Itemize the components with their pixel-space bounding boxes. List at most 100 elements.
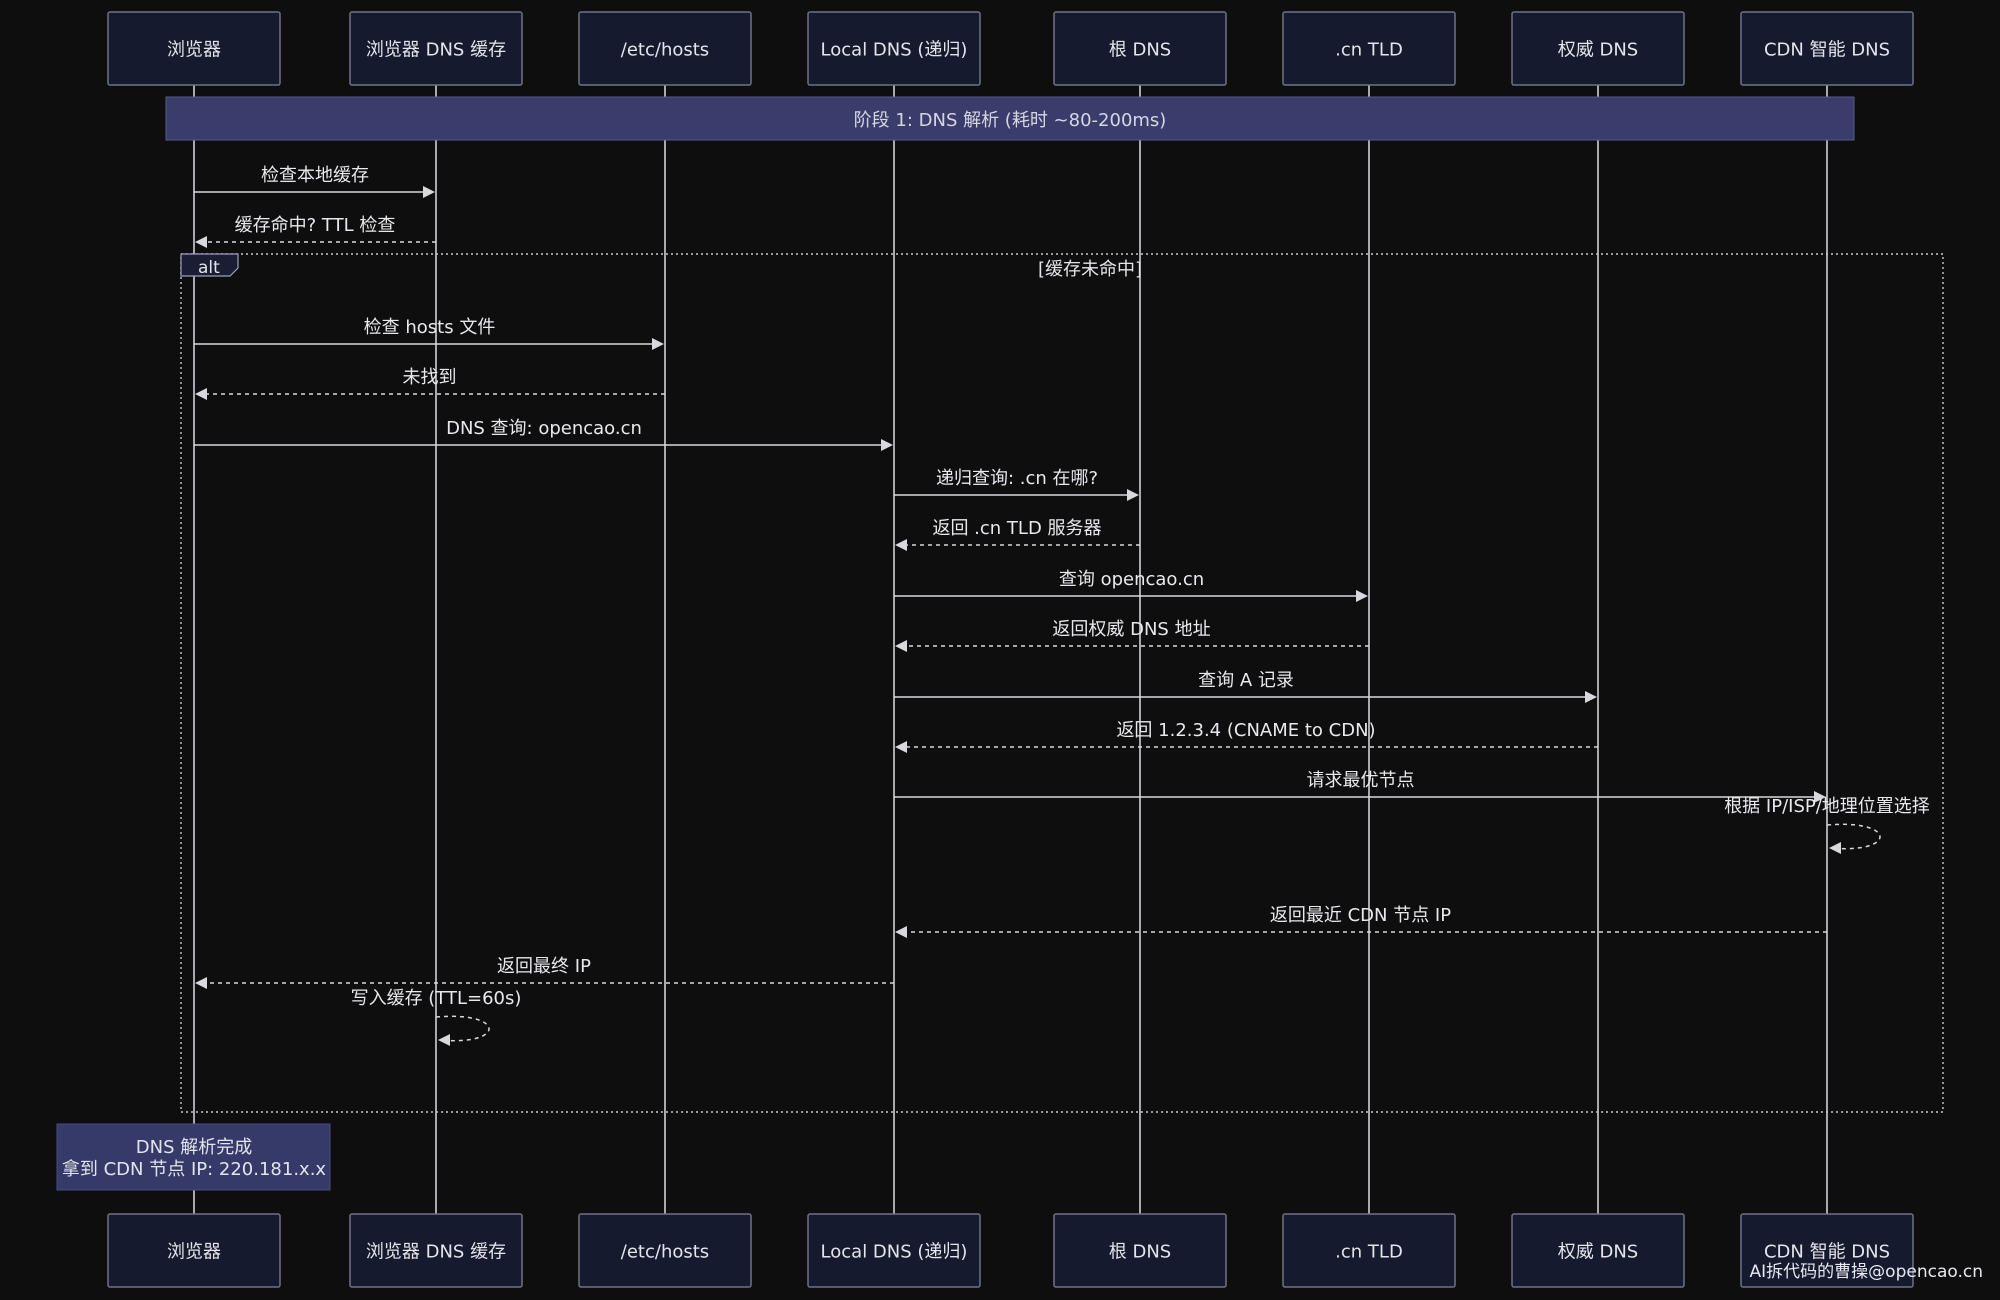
actor-box (1740, 1213, 1914, 1288)
actor-tld-top: .cn TLD (1282, 11, 1456, 86)
message-15: 返回最终 IP (195, 956, 894, 989)
actor-label: .cn TLD (1335, 1242, 1403, 1263)
actor-box (349, 11, 523, 86)
self-loop-line (1826, 823, 1881, 850)
message-label: 返回最终 IP (497, 956, 591, 977)
actor-root-bottom: 根 DNS (1053, 1213, 1227, 1288)
message-label: 查询 opencao.cn (1059, 569, 1204, 590)
actor-label: Local DNS (递归) (821, 1242, 968, 1263)
arrowhead (1127, 489, 1139, 501)
message-label: 检查 hosts 文件 (364, 317, 496, 338)
arrowhead (881, 439, 893, 451)
message-13: 根据 IP/ISP/地理位置选择 (1724, 796, 1930, 854)
actor-browser-bottom: 浏览器 (107, 1213, 281, 1288)
actor-label: 权威 DNS (1558, 1242, 1638, 1263)
actors-bottom: 浏览器 浏览器 DNS 缓存/etc/hosts Local DNS (递归) 根 D… (107, 1213, 1914, 1288)
message-3: 检查 hosts 文件 (194, 317, 664, 350)
actor-cdn-bottom: CDN 智能 DNS (1740, 1213, 1914, 1288)
actor-auth-top: 权威 DNS (1511, 11, 1685, 86)
message-1: 检查本地缓存 (194, 165, 435, 198)
message-label: 递归查询: .cn 在哪? (936, 468, 1098, 489)
arrowhead (895, 926, 907, 938)
actor-cdn-top: CDN 智能 DNS (1740, 11, 1914, 86)
message-4: 未找到 (195, 367, 665, 400)
actor-root-top: 根 DNS (1053, 11, 1227, 86)
actor-label: 浏览器 DNS 缓存 (366, 1242, 506, 1263)
actor-auth-bottom: 权威 DNS (1511, 1213, 1685, 1288)
message-label: 请求最优节点 (1307, 770, 1415, 791)
actor-label: .cn TLD (1335, 40, 1403, 61)
actor-label: 权威 DNS (1558, 40, 1638, 61)
message-6: 递归查询: .cn 在哪? (894, 468, 1139, 501)
actor-label: 根 DNS (1109, 40, 1171, 61)
actor-local-bottom: Local DNS (递归) (807, 1213, 981, 1288)
actor-box (1511, 1213, 1685, 1288)
arrowhead (423, 186, 435, 198)
arrowhead (895, 741, 907, 753)
actor-box (349, 1213, 523, 1288)
message-2: 缓存命中? TTL 检查 (195, 215, 436, 248)
message-9: 返回权威 DNS 地址 (895, 619, 1369, 652)
arrowhead (195, 388, 207, 400)
actor-browser-top: 浏览器 (107, 11, 281, 86)
arrowhead (895, 640, 907, 652)
arrowhead (1814, 791, 1826, 803)
message-label: 写入缓存 (TTL=60s) (351, 988, 522, 1009)
actor-box (1053, 11, 1227, 86)
message-11: 返回 1.2.3.4 (CNAME to CDN) (895, 720, 1598, 753)
alt-frame (180, 253, 1944, 1113)
actor-label: 浏览器 DNS 缓存 (366, 40, 506, 61)
arrowhead (1829, 842, 1841, 854)
message-label: 返回 .cn TLD 服务器 (932, 518, 1101, 539)
arrowhead (895, 539, 907, 551)
actor-box (1282, 1213, 1456, 1288)
phase-banner-group: 阶段 1: DNS 解析 (耗时 ~80-200ms) (165, 96, 1855, 141)
actor-label: /etc/hosts (621, 1242, 709, 1263)
actor-box (578, 11, 752, 86)
message-label: 根据 IP/ISP/地理位置选择 (1724, 796, 1930, 817)
message-14: 返回最近 CDN 节点 IP (895, 905, 1827, 938)
arrowhead (1585, 691, 1597, 703)
message-8: 查询 opencao.cn (894, 569, 1368, 602)
lifelines (193, 85, 1828, 1214)
alt-block-group: alt [缓存未命中] (180, 253, 1944, 1113)
actor-label: 根 DNS (1109, 1242, 1171, 1263)
message-7: 返回 .cn TLD 服务器 (895, 518, 1140, 551)
actor-box (578, 1213, 752, 1288)
actor-box (1282, 11, 1456, 86)
message-16: 写入缓存 (TTL=60s) (351, 988, 522, 1046)
message-label: 返回权威 DNS 地址 (1052, 619, 1210, 640)
alt-condition: [缓存未命中] (1038, 259, 1142, 280)
message-label: 缓存命中? TTL 检查 (235, 215, 396, 236)
phase-banner-text: 阶段 1: DNS 解析 (耗时 ~80-200ms) (854, 110, 1167, 131)
actor-bcache-top: 浏览器 DNS 缓存 (349, 11, 523, 86)
arrowhead (438, 1034, 450, 1046)
message-label: 检查本地缓存 (261, 165, 369, 186)
arrowhead (195, 977, 207, 989)
message-label: DNS 查询: opencao.cn (446, 418, 642, 439)
alt-tag-label: alt (198, 258, 220, 278)
actor-label: CDN 智能 DNS (1764, 40, 1890, 61)
actor-box (107, 11, 281, 86)
phase-banner (165, 96, 1855, 141)
actor-box (807, 11, 981, 86)
watermark-text: AI拆代码的曹操@opencao.cn (1750, 1262, 1983, 1282)
actor-label: 浏览器 (167, 1242, 221, 1263)
message-label: 未找到 (403, 367, 457, 388)
actor-box (107, 1213, 281, 1288)
actor-local-top: Local DNS (递归) (807, 11, 981, 86)
actor-box (807, 1213, 981, 1288)
message-label: 返回最近 CDN 节点 IP (1270, 905, 1451, 926)
self-loop-line (435, 1015, 490, 1042)
actor-box (1053, 1213, 1227, 1288)
message-label: 返回 1.2.3.4 (CNAME to CDN) (1116, 720, 1375, 741)
arrowhead (195, 236, 207, 248)
arrowhead (652, 338, 664, 350)
actor-label: Local DNS (递归) (821, 40, 968, 61)
actor-hosts-bottom: /etc/hosts (578, 1213, 752, 1288)
alt-tag-box (180, 253, 239, 277)
